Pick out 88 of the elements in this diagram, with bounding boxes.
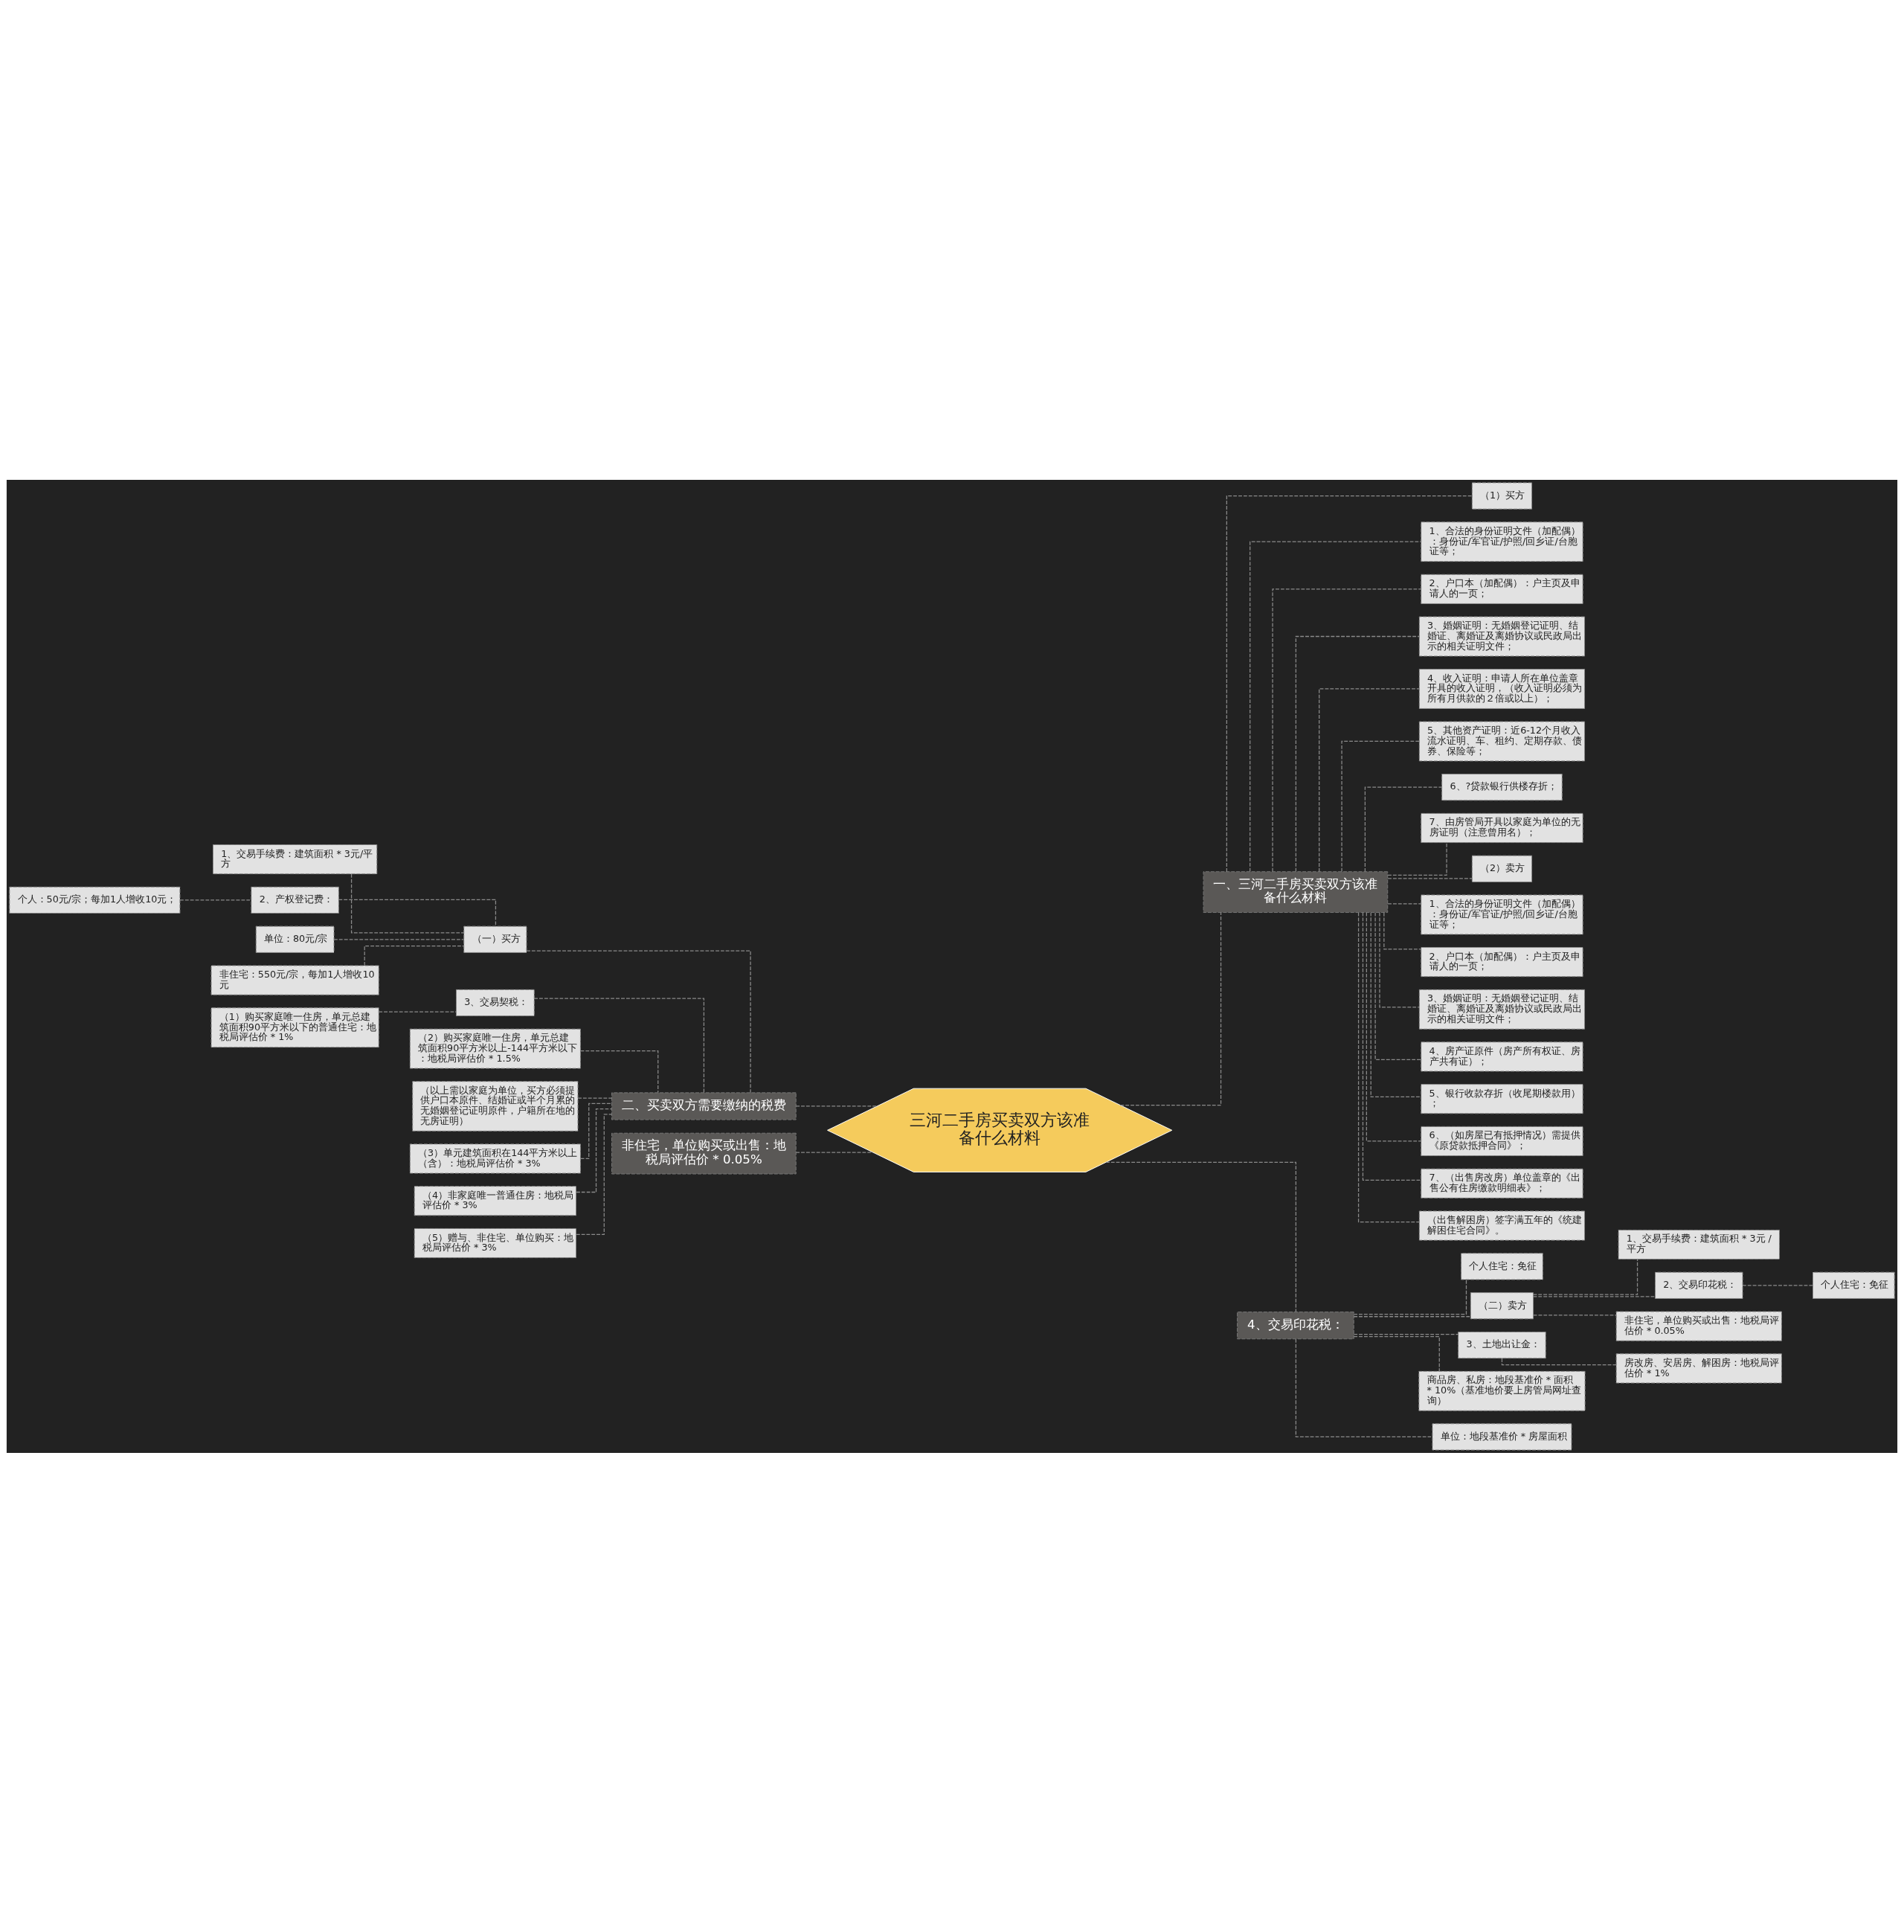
node-box: （一）买方 [463,925,527,953]
node-box: （3）单元建筑面积在144平方米以上（含）：地税局评估价 * 3% [409,1143,581,1174]
node-box: 房改房、安居房、解困房：地税局评估价 * 1% [1615,1352,1782,1383]
node-box: 1、交易手续费：建筑面积 * 3元/平方 [213,844,378,874]
connector [1364,786,1443,872]
node-box: 个人住宅：免征 [1813,1271,1895,1299]
node-box: 7、（出售房改房）单位盖章的《出售公有住房缴款明细表》； [1421,1168,1583,1198]
connector [1357,911,1420,1222]
node-box: 6、（如房屋已有抵押情况）需提供《原贷款抵押合同》； [1421,1126,1583,1156]
node-box: 5、其他资产证明：近6-12个月收入流水证明、车、租约、定期存款、债券、保险等； [1418,721,1586,761]
node-box: （二）卖方 [1470,1291,1534,1319]
connector [350,873,465,934]
node-box: 3、婚姻证明：无婚姻登记证明、结婚证、离婚证及离婚协议或民政局出示的相关证明文件； [1418,616,1586,656]
node-box: 单位：80元/宗 [255,925,335,953]
connector [179,899,252,901]
connector [1387,877,1473,879]
connector [1387,841,1447,876]
connector [1119,911,1222,1105]
connector [577,1097,612,1099]
connector [1379,911,1420,1007]
connector [526,950,751,1093]
node-box: 单位：地段基准价 * 房屋面积 [1432,1422,1572,1451]
node-box: 7、由房管局开具以家庭为单位的无房证明（注意曾用名）； [1421,812,1583,843]
node-box: 2、户口本（加配偶）：户主页及申请人的一页； [1421,574,1583,604]
connector [1295,1338,1433,1437]
connector [338,899,497,927]
connector [1370,911,1422,1097]
connector [1353,1315,1471,1317]
node-box: 非住宅，单位购买或出售：地税局评估价 * 0.05% [611,1132,797,1174]
connector [1374,911,1422,1060]
connector [364,945,464,966]
connector [1226,495,1473,872]
node-box: （1）购买家庭唯一住房，单元总建筑面积90平方米以下的普通住宅：地税局评估价 * 1% [210,1007,379,1047]
node-box: 5、银行收款存折（收尾期楼款用）； [1421,1083,1583,1114]
connector [1742,1284,1813,1286]
node-box: 2、户口本（加配偶）：户主页及申请人的一页； [1421,946,1583,977]
node-box: 一、三河二手房买卖双方该准备什么材料 [1203,870,1389,913]
node-box: 2、交易印花税： [1655,1271,1743,1299]
node-box: 6、?贷款银行供楼存折； [1441,773,1563,800]
connector [579,1103,612,1159]
connector [333,938,465,940]
node-box: 商品房、私房：地段基准价 * 面积 * 10%（基准地价要上房管局网址查询） [1418,1370,1586,1411]
connector [1366,911,1422,1142]
connector [1533,1295,1656,1297]
connector [1353,1333,1459,1335]
node-box: （2）购买家庭唯一住房，单元总建筑面积90平方米以上-144平方米以下：地税局评估价 * 1.5% [409,1028,581,1069]
connector [1387,902,1422,904]
node-box: 非住宅，单位购买或出售：地税局评估价 * 0.05% [1615,1311,1782,1341]
connector [1295,635,1420,872]
connector [533,997,705,1093]
connector [1353,1279,1467,1315]
node-box: 3、土地出让金： [1458,1331,1546,1358]
connector [795,1152,874,1153]
connector [795,1105,878,1107]
node-box: （以上需以家庭为单位，买方必须提供户口本原件、结婚证或半个月累的无婚姻登记证明原件，户籍所在地的无房证明） [412,1080,579,1132]
connector [1272,588,1422,872]
node-box: （2）卖方 [1471,855,1533,882]
node-box: 1、合法的身份证明文件（加配偶）：身份证/军官证/护照/回乡证/台胞证等； [1421,521,1583,562]
node-box: （4）非家庭唯一普通住房：地税局评估价 * 3% [414,1185,577,1216]
node-box: 个人住宅：免征 [1461,1252,1543,1280]
connector [1533,1314,1617,1316]
connector [1250,541,1422,872]
node-box: （出售解困房）签字满五年的《统建解困住宅合同》。 [1418,1210,1586,1241]
node-box: 4、收入证明：申请人所在单位盖章开具的收入证明，（收入证明必须为所有月供款的２倍或以上）； [1418,668,1586,709]
connector [378,1011,457,1012]
node-box: 1、合法的身份证明文件（加配偶）：身份证/军官证/护照/回乡证/台胞证等； [1421,894,1583,934]
node-box: 3、交易契税： [456,989,535,1016]
node-box: 二、买卖双方需要缴纳的税费 [611,1091,797,1120]
node-box: 4、房产证原件（房产所有权证、房产共有证）； [1421,1041,1583,1071]
connector [1341,740,1420,872]
node-box: 非住宅：550元/宗，每加1人增收10元 [210,965,379,995]
connector [579,1050,659,1093]
connector [1501,1357,1617,1365]
connector [1362,911,1422,1181]
node-box: （5）赠与、非住宅、单位购买：地税局评估价 * 3% [414,1227,577,1258]
node-box: 2、产权登记费： [251,886,339,914]
node-box: 1、交易手续费：建筑面积 * 3元 / 平方 [1618,1229,1780,1259]
connector [1353,1335,1440,1372]
node-box: 4、交易印花税： [1237,1311,1354,1339]
connector [1319,687,1420,872]
node-box: 3、婚姻证明：无婚姻登记证明、结婚证、离婚证及离婚协议或民政局出示的相关证明文件； [1418,989,1586,1030]
connector [1533,1258,1638,1295]
connector [576,1108,612,1193]
node-box: （1）买方 [1471,481,1533,510]
node-box: 个人：50元/宗；每加1人增收10元； [9,886,181,914]
connector [1105,1161,1297,1312]
connector [575,1113,612,1235]
connector [1383,911,1422,949]
